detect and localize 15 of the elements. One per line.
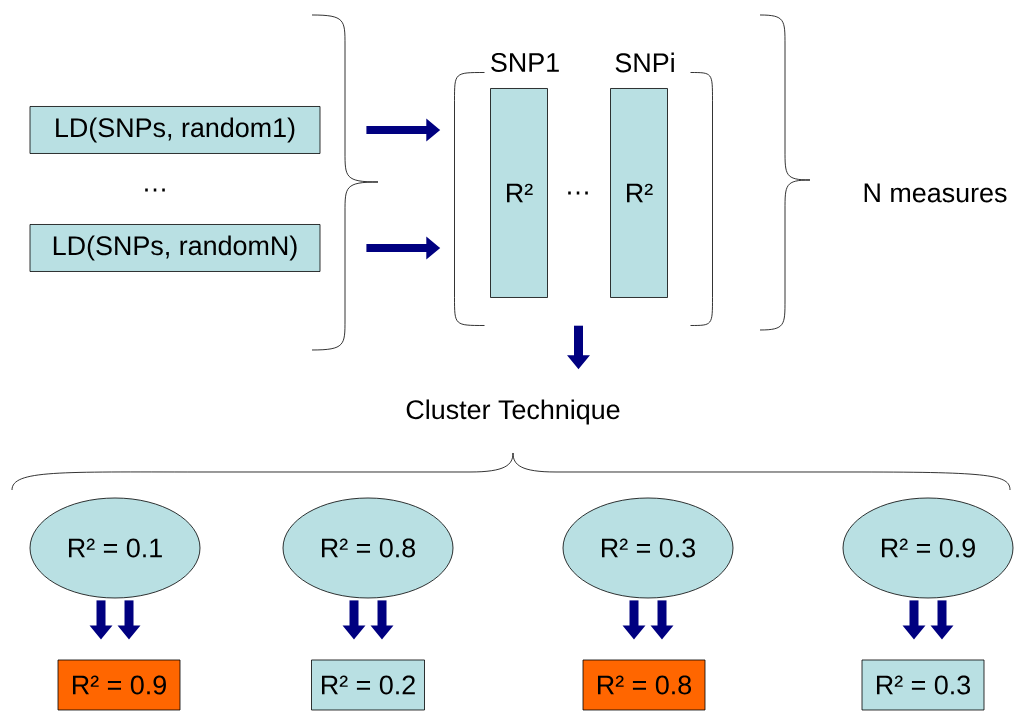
column-header: SNP1 — [491, 53, 559, 72]
column-header: SNPi — [615, 52, 674, 73]
step-label: Cluster Technique — [406, 399, 620, 425]
ellipsis: … — [145, 188, 165, 192]
column-box: R² — [610, 88, 668, 298]
column-box: R² — [490, 88, 548, 298]
matrix-bracket — [454, 72, 713, 326]
value-box: R² = 0.2 — [311, 659, 425, 711]
value-box: LD(SNPs, randomN) — [29, 224, 321, 272]
value-box: R² = 0.8 — [582, 659, 706, 711]
value-box: LD(SNPs, random1) — [29, 106, 321, 154]
measure-label: N measures — [864, 183, 1007, 203]
value-box: R² = 0.9 — [57, 659, 181, 711]
ellipsis: … — [568, 191, 588, 195]
value-box: R² = 0.3 — [861, 659, 985, 711]
